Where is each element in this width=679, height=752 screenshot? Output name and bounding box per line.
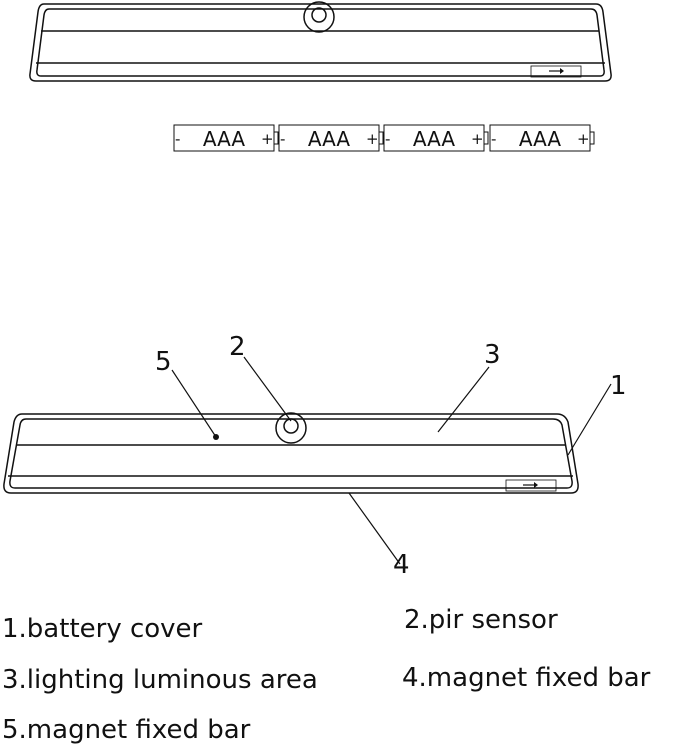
- callout-2: 2: [229, 332, 246, 362]
- callout-5: 5: [155, 347, 172, 377]
- legend-item-2: 2.pir sensor: [404, 605, 558, 635]
- callout-4: 4: [393, 550, 410, 580]
- top-pir-sensor: [303, 1, 335, 33]
- battery-1: - AAA +: [173, 124, 279, 152]
- battery-label: AAA: [413, 127, 455, 151]
- battery-minus: -: [385, 130, 390, 148]
- legend-item-1: 1.battery cover: [2, 614, 203, 644]
- battery-row: - AAA + - AAA + - AAA + - AAA +: [173, 124, 595, 152]
- battery-minus: -: [175, 130, 180, 148]
- callout-lines: [171, 356, 612, 565]
- battery-minus: -: [491, 130, 496, 148]
- battery-2: - AAA +: [278, 124, 384, 152]
- pir-sensor: [275, 412, 307, 444]
- battery-label: AAA: [203, 127, 245, 151]
- battery-cover: [505, 479, 557, 492]
- callout-3: 3: [484, 340, 501, 370]
- battery-plus: +: [471, 130, 484, 148]
- top-battery-cover: [530, 65, 582, 78]
- battery-minus: -: [280, 130, 285, 148]
- legend-item-5: 5.magnet fixed bar: [2, 715, 251, 745]
- battery-label: AAA: [308, 127, 350, 151]
- legend-item-3: 3.lighting luminous area: [2, 665, 318, 695]
- bottom-light-bar: [3, 413, 579, 494]
- battery-plus: +: [261, 130, 274, 148]
- battery-plus: +: [366, 130, 379, 148]
- battery-3: - AAA +: [383, 124, 489, 152]
- battery-4: - AAA +: [489, 124, 595, 152]
- battery-plus: +: [577, 130, 590, 148]
- top-light-bar: [29, 3, 612, 82]
- legend-item-4: 4.magnet fixed bar: [402, 663, 651, 693]
- callout-1: 1: [610, 371, 627, 401]
- battery-label: AAA: [519, 127, 561, 151]
